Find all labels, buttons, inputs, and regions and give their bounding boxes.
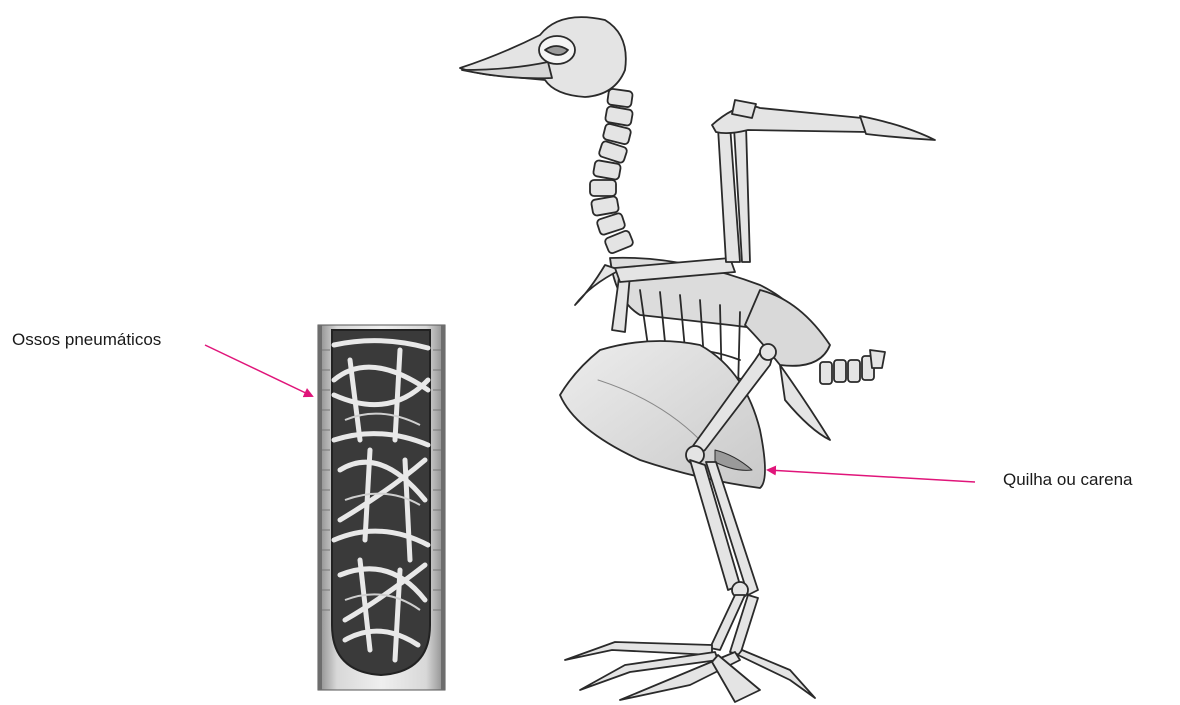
wing: [615, 100, 935, 282]
bird-skeleton: [460, 17, 935, 702]
pneumatic-bones-arrow: [205, 345, 312, 396]
keel-label: Quilha ou carena: [1003, 470, 1132, 490]
skull: [460, 17, 626, 97]
tail-vertebrae: [820, 350, 885, 384]
pneumatic-bones-label: Ossos pneumáticos: [12, 330, 161, 350]
keel-arrow: [768, 470, 975, 482]
neck-vertebrae: [590, 88, 634, 254]
keel-sternum: [560, 341, 765, 488]
bone-cross-section: [318, 325, 445, 690]
